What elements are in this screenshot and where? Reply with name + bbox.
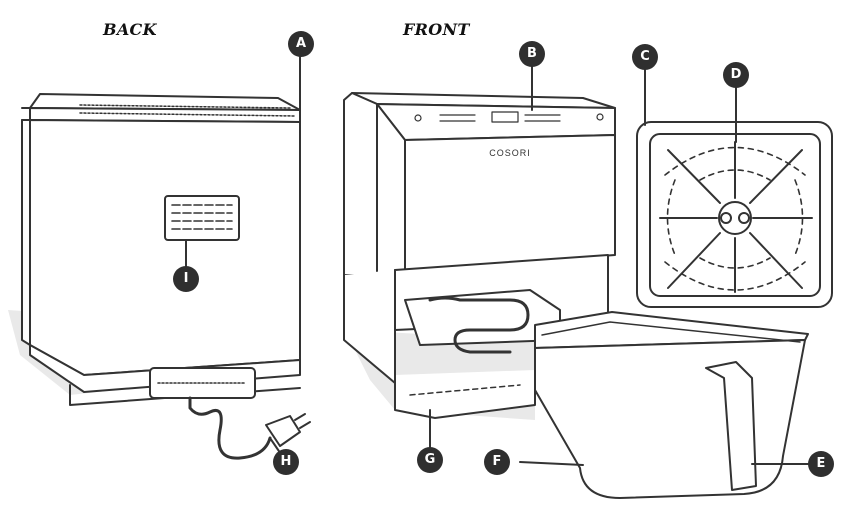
callout-i: I bbox=[173, 266, 199, 292]
crisper-plate bbox=[636, 67, 833, 308]
front-panel bbox=[404, 134, 616, 271]
back-air-fryer bbox=[8, 93, 311, 461]
callout-h: H bbox=[273, 449, 299, 475]
power-cord bbox=[149, 367, 311, 461]
heating-element bbox=[428, 296, 530, 354]
brand-logo: COSORI bbox=[489, 148, 531, 158]
back-vent-strip bbox=[79, 104, 291, 109]
crisper-plate-ribs bbox=[659, 141, 813, 293]
basket-handle bbox=[705, 361, 757, 491]
callout-d: D bbox=[723, 62, 749, 88]
leader-f bbox=[519, 461, 584, 466]
basket-rim bbox=[534, 311, 809, 349]
front-side-panel bbox=[343, 92, 378, 276]
basket bbox=[519, 311, 811, 499]
front-air-fryer: COSORI bbox=[343, 92, 616, 449]
callout-g: G bbox=[417, 447, 443, 473]
back-vent-grille bbox=[164, 195, 240, 241]
plug bbox=[265, 415, 301, 447]
callout-f: F bbox=[484, 449, 510, 475]
front-base bbox=[394, 369, 536, 419]
callout-c: C bbox=[632, 44, 658, 70]
callout-b: B bbox=[519, 41, 545, 67]
front-view-label: FRONT bbox=[403, 20, 470, 39]
basket-body bbox=[534, 339, 806, 499]
back-panel bbox=[29, 119, 301, 376]
callout-a: A bbox=[288, 31, 314, 57]
callout-e: E bbox=[808, 451, 834, 477]
back-view-label: BACK bbox=[103, 20, 157, 39]
back-side-panel bbox=[21, 119, 31, 346]
